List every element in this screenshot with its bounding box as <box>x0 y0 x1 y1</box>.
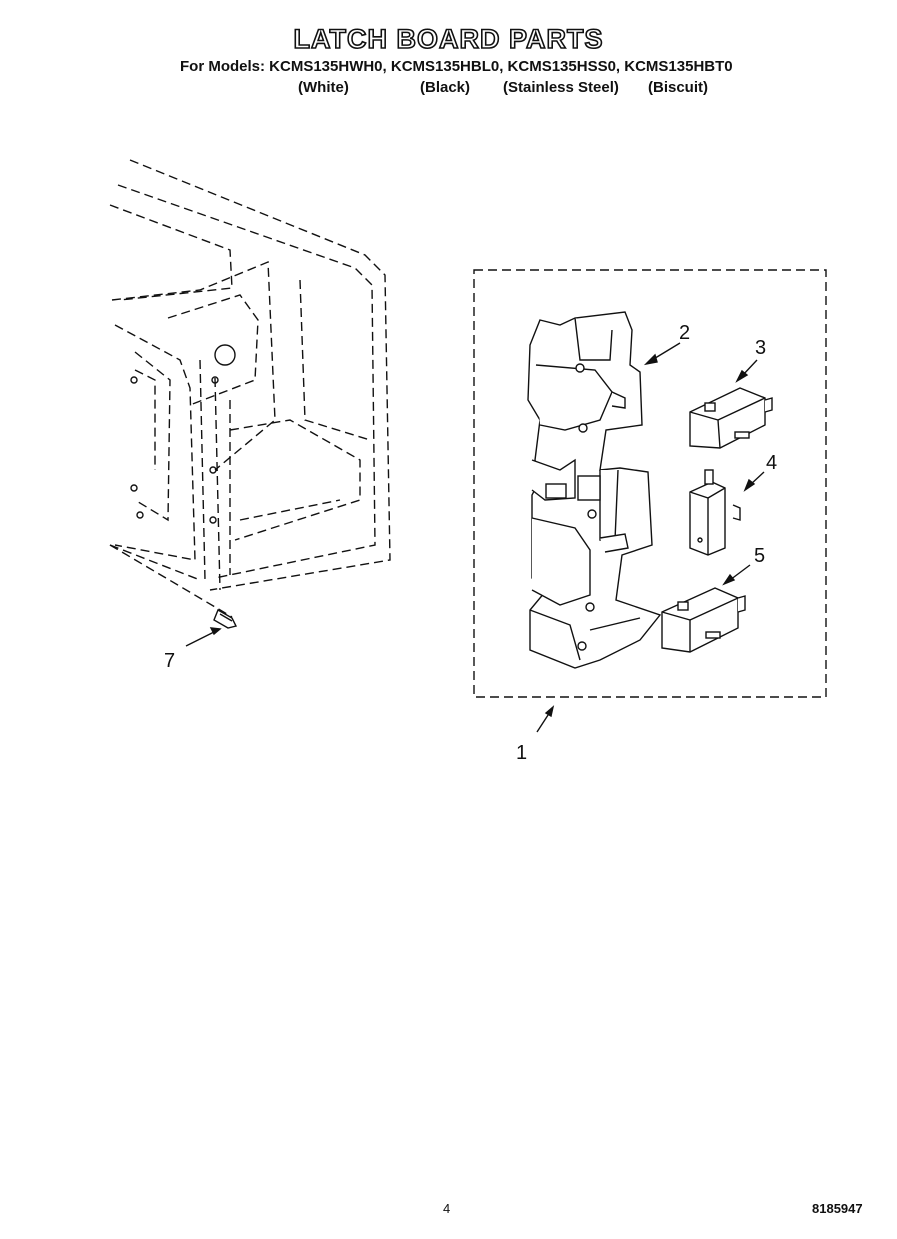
latch-board-kit-box <box>473 269 827 698</box>
callout-1: 1 <box>516 742 528 764</box>
callout-3: 3 <box>755 337 767 359</box>
latch-board-part <box>527 311 662 669</box>
microwave-cavity-outline <box>109 159 391 591</box>
callout-4: 4 <box>766 452 778 474</box>
callout-2: 2 <box>679 322 691 344</box>
callout-arrows <box>185 342 765 733</box>
page-title: LATCH BOARD PARTS <box>293 23 604 55</box>
page-number: 4 <box>443 1201 451 1216</box>
callout-5: 5 <box>754 545 766 567</box>
variant-stainless: (Stainless Steel) <box>503 79 619 96</box>
callout-7: 7 <box>164 650 176 672</box>
variant-black: (Black) <box>420 79 471 96</box>
switch-part-4 <box>689 469 741 556</box>
switch-part-3 <box>689 387 773 449</box>
variant-biscuit: (Biscuit) <box>648 79 708 96</box>
screw-guide-line <box>109 544 233 618</box>
models-line: For Models: KCMS135HWH0, KCMS135HBL0, KC… <box>180 58 733 75</box>
switch-part-5 <box>661 587 746 653</box>
variant-white: (White) <box>298 79 349 96</box>
document-number: 8185947 <box>812 1201 863 1216</box>
screw-part-7 <box>213 608 238 629</box>
cavity-mount-holes <box>130 344 236 524</box>
